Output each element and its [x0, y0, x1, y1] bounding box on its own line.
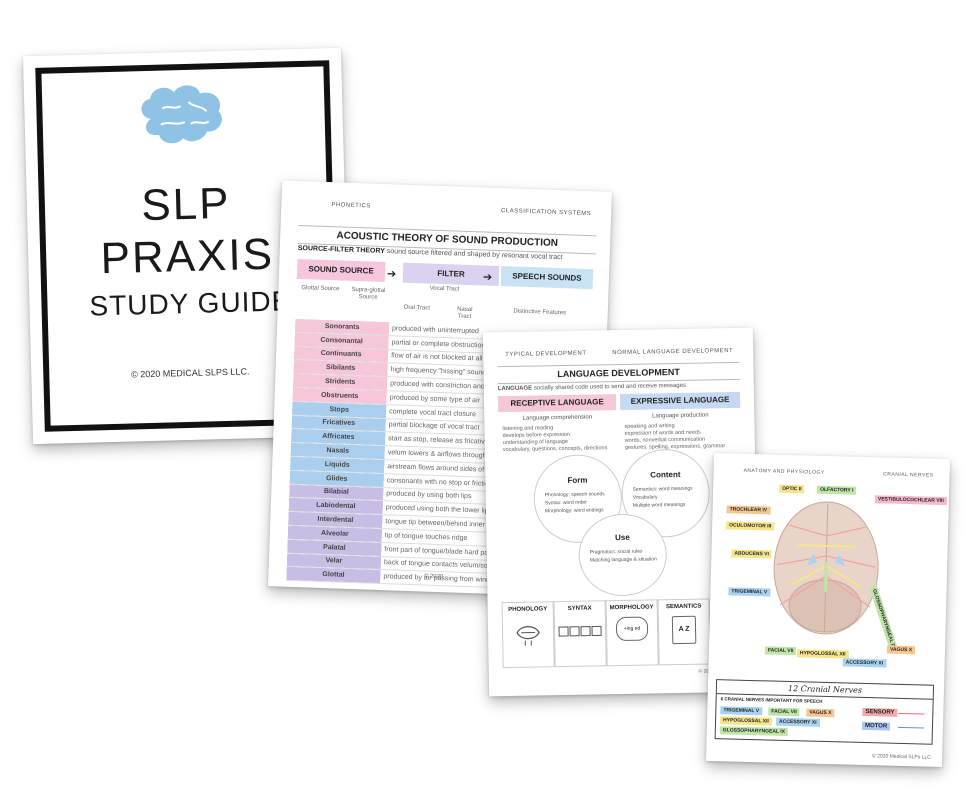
- legend-motor: MOTOR: [861, 721, 891, 731]
- page-footer: © 2020 Medical SLPs LLC.: [872, 753, 933, 761]
- form-title: Form: [567, 475, 588, 485]
- tag-facial: FACIAL VII: [764, 646, 797, 656]
- content-line: Multiple word meanings: [632, 501, 686, 509]
- box-item: TRIGEMINAL V: [720, 706, 763, 716]
- tag-trochlear: TROCHLEAR IV: [726, 505, 771, 515]
- definition-label: LANGUAGE: [497, 385, 533, 393]
- tag-olfactory: OLFACTORY I: [817, 485, 857, 495]
- language-page: TYPICAL DEVELOPMENT NORMAL LANGUAGE DEVE…: [482, 327, 760, 697]
- content-title: Content: [650, 469, 681, 480]
- tag-hypoglossal: HYPOGLOSSAL XII: [796, 649, 849, 659]
- bubble-text: +ing ed: [623, 625, 641, 632]
- list-item: gestures, spelling, expressions, grammar: [624, 443, 726, 451]
- page-header-right: CRANIAL NERVES: [883, 471, 934, 479]
- form-line: Morphology: word endings: [544, 507, 604, 515]
- tag-optic: OPTIC II: [779, 484, 805, 494]
- page-title: LANGUAGE DEVELOPMENT: [497, 361, 740, 385]
- label-vocal-tract: Vocal Tract: [429, 285, 460, 293]
- page-header-right: CLASSIFICATION SYSTEMS: [500, 208, 592, 218]
- content-line: Vocabulary: [632, 494, 658, 501]
- tag-vagus: VAGUS X: [886, 645, 916, 655]
- receptive-language-header: RECEPTIVE LANGUAGE: [497, 394, 617, 413]
- page-header-left: PHONETICS: [331, 202, 371, 210]
- content-line: Semantics: word meanings: [632, 485, 693, 493]
- mouth-icon: [516, 626, 540, 646]
- dictionary-icon: A Z: [671, 615, 697, 645]
- cranial-nerves-box: 12 Cranial Nerves 6 CRANIAL NERVES IMPOR…: [714, 679, 935, 745]
- cranial-important: 6 CRANIAL NERVES IMPORTANT FOR SPEECH: [720, 696, 823, 704]
- page-header-left: TYPICAL DEVELOPMENT: [505, 350, 587, 358]
- tag-oculomotor: OCULOMOTOR III: [726, 521, 775, 531]
- legend-sensory: SENSORY: [862, 707, 898, 717]
- list-item: vocabulary, questions, concepts, directi…: [502, 445, 608, 454]
- form-line: Phonology: speech sounds: [544, 491, 605, 499]
- sensory-line: [898, 712, 925, 715]
- receptive-sub: Language comprehension: [522, 414, 593, 422]
- brain-icon: [141, 85, 222, 144]
- box-item: FACIAL VII: [768, 707, 800, 717]
- syntax-cell: SYNTAX: [553, 600, 607, 668]
- label-distinctive-features: Distinctive Features: [513, 308, 567, 317]
- cover-page: SLP PRAXIS STUDY GUIDE © 2020 MEDICAL SL…: [22, 47, 352, 445]
- cell-label: SYNTAX: [567, 605, 592, 612]
- flow-sound-source: SOUND SOURCE: [296, 258, 386, 283]
- anatomy-page: ANATOMY AND PHYSIOLOGY CRANIAL NERVES OP…: [706, 452, 950, 768]
- semantics-cell: SEMANTICS A Z: [657, 598, 711, 666]
- tag-trigeminal: TRIGEMINAL V: [728, 587, 771, 597]
- box-item: ACCESSORY XI: [775, 717, 820, 727]
- brain-base-icon: [773, 501, 879, 635]
- use-line: Pragmatics: social rules: [589, 548, 643, 556]
- use-circle: Use Pragmatics: social rules Matching la…: [578, 513, 668, 597]
- dictionary-text: A Z: [678, 625, 690, 634]
- cell-label: PHONOLOGY: [508, 606, 548, 613]
- morphology-cell: MORPHOLOGY +ing ed: [605, 599, 659, 667]
- label-oral-tract: Oral Tract: [403, 304, 431, 312]
- tag-abducens: ABDUCENS VI: [731, 549, 772, 559]
- receptive-list: listening and reading develops before ex…: [502, 424, 614, 454]
- arrow-right-icon: ➔: [386, 268, 397, 281]
- expressive-language-header: EXPRESSIVE LANGUAGE: [619, 391, 741, 410]
- flow-speech-sounds: SPEECH SOUNDS: [500, 266, 594, 290]
- expressive-sub: Language production: [652, 412, 709, 420]
- box-item: GLOSSOPHARYNGEAL IX: [719, 726, 789, 736]
- flow-diagram: SOUND SOURCE ➔ FILTER ➔ SPEECH SOUNDS: [296, 258, 596, 290]
- cell-label: SEMANTICS: [665, 603, 702, 611]
- use-title: Use: [615, 532, 630, 543]
- form-line: Syntax: word order: [544, 499, 587, 507]
- speech-bubble-icon: +ing ed: [615, 616, 649, 642]
- phonology-cell: PHONOLOGY: [501, 601, 555, 669]
- box-item: HYPOGLOSSAL XII: [719, 716, 772, 726]
- word-blocks-icon: [558, 625, 602, 637]
- label-supra-glottal-source: Supra-glottal Source: [351, 286, 386, 301]
- definition-text: socially shared code used to send and re…: [533, 382, 686, 392]
- box-item: VAGUS X: [806, 708, 835, 718]
- cell-label: MORPHOLOGY: [609, 604, 654, 612]
- label-glottal-source: Glottal Source: [301, 285, 340, 293]
- label-nasal-tract: Nasal Tract: [457, 306, 473, 321]
- arrow-right-icon: ➔: [482, 271, 493, 284]
- expressive-list: speaking and writing expression of words…: [624, 422, 740, 452]
- use-line: Matching language & situation: [589, 556, 657, 564]
- motor-line: [897, 726, 924, 729]
- page-header-left: ANATOMY AND PHYSIOLOGY: [743, 467, 825, 476]
- tag-accessory: ACCESSORY XI: [842, 658, 887, 668]
- page-header-right: NORMAL LANGUAGE DEVELOPMENT: [612, 348, 734, 357]
